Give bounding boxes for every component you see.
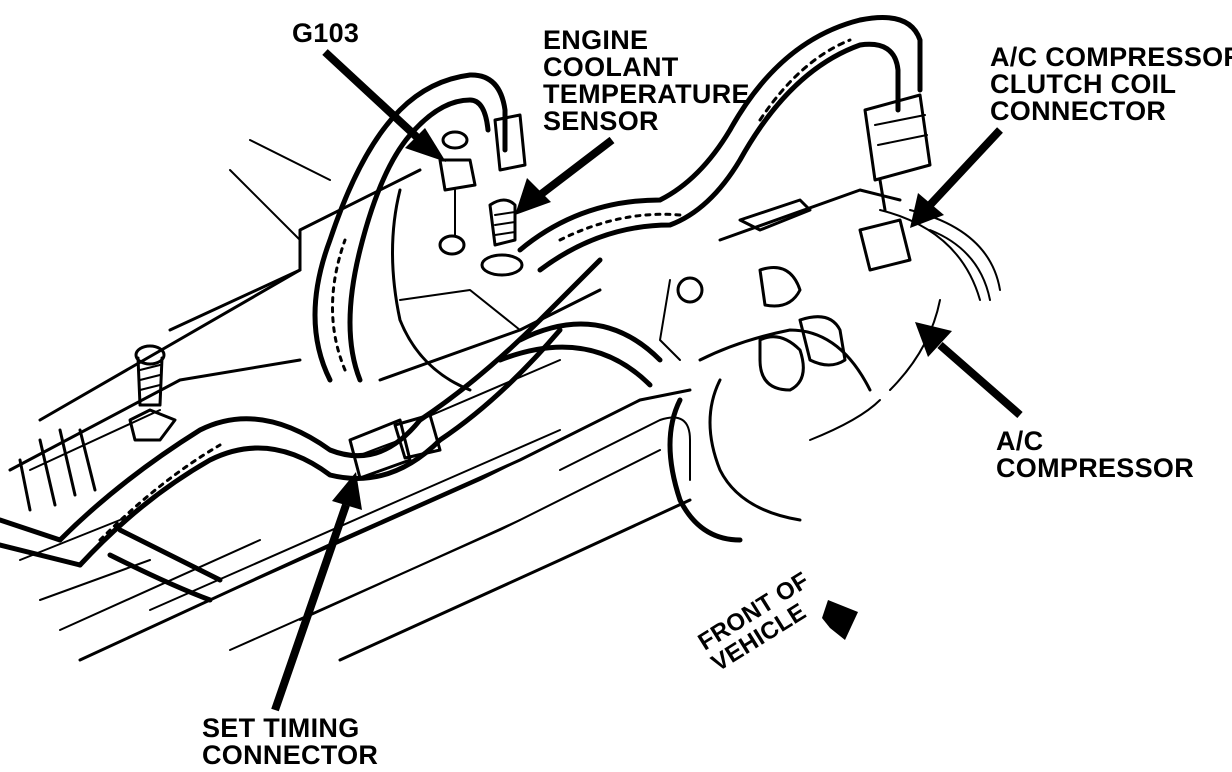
ac-compressor-label-line-2: COMPRESSOR xyxy=(996,453,1195,483)
ac-clutch-pointer xyxy=(927,127,1003,208)
ac-clutch-connector-label: A/C COMPRESSOR CLUTCH COIL CONNECTOR xyxy=(990,44,1232,125)
ac-clutch-label-line-2: CLUTCH COIL xyxy=(990,69,1177,99)
set-timing-label-line-2: CONNECTOR xyxy=(202,740,379,770)
ect-pointer xyxy=(537,136,615,199)
engine-block-outline xyxy=(8,139,692,662)
front-arrow-icon xyxy=(822,600,858,640)
pointer-arrows xyxy=(271,49,1023,712)
g103-pointer xyxy=(322,49,423,143)
g103-label: G103 xyxy=(292,20,359,47)
ac-clutch-connector-body xyxy=(858,93,932,272)
ect-label-line-2: COOLANT xyxy=(543,52,679,82)
ac-compressor-body xyxy=(659,188,1001,543)
ect-label-line-1: ENGINE xyxy=(543,25,649,55)
g103-label-text: G103 xyxy=(292,18,360,48)
ect-label-line-3: TEMPERATURE xyxy=(543,79,750,109)
ac-compressor-pointer xyxy=(937,341,1023,419)
g103-ground-terminal xyxy=(438,130,477,256)
ground-bolt xyxy=(128,344,177,442)
ac-clutch-label-line-3: CONNECTOR xyxy=(990,96,1167,126)
ect-sensor-label: ENGINE COOLANT TEMPERATURE SENSOR xyxy=(543,27,750,135)
wiring-harness-upper xyxy=(312,15,923,383)
ac-clutch-label-line-1: A/C COMPRESSOR xyxy=(990,42,1232,72)
set-timing-label-line-1: SET TIMING xyxy=(202,713,360,743)
set-timing-connector-body xyxy=(348,413,442,480)
ac-compressor-label-line-1: A/C xyxy=(996,426,1044,456)
set-timing-pointer xyxy=(271,503,350,712)
ect-sensor-body xyxy=(480,113,527,277)
wiring-harness-lower xyxy=(0,188,663,603)
set-timing-connector-label: SET TIMING CONNECTOR xyxy=(202,715,378,769)
ac-compressor-label: A/C COMPRESSOR xyxy=(996,428,1194,482)
ect-label-line-4: SENSOR xyxy=(543,106,659,136)
